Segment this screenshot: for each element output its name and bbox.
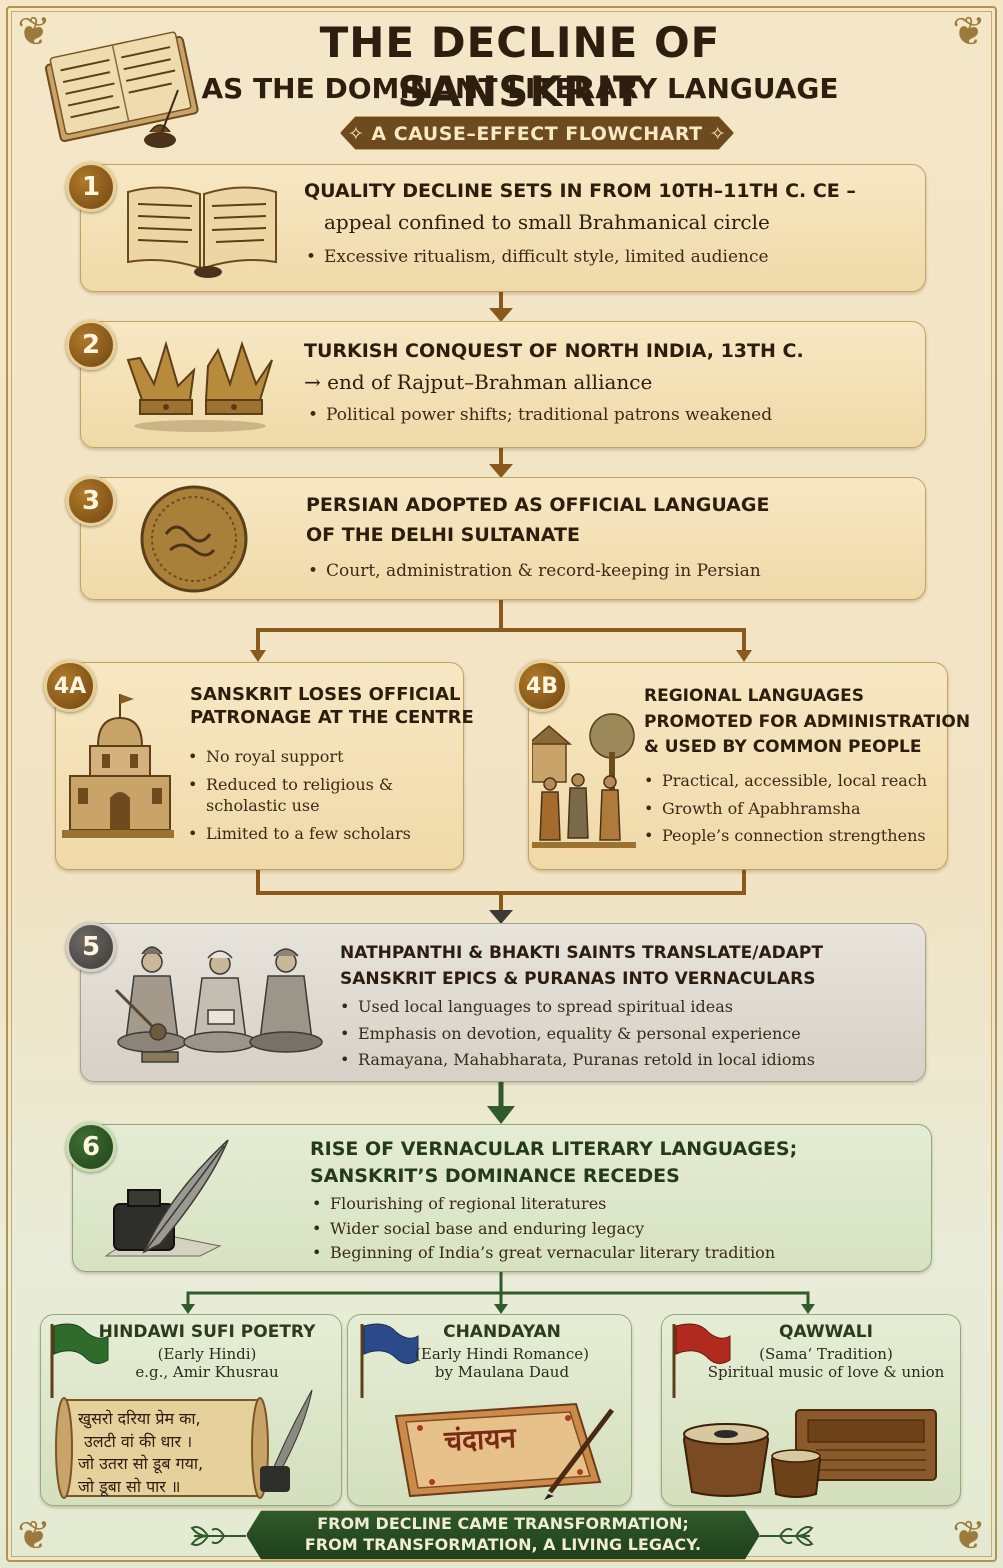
- tabla-harmonium-icon: [682, 1409, 937, 1498]
- corner-ornament-icon: ❦: [17, 9, 51, 55]
- step-3-bullet: Court, administration & record-keeping i…: [306, 560, 761, 583]
- step-4b-heading-line-2: PROMOTED FOR ADMINISTRATION: [644, 711, 971, 732]
- step-2-heading: TURKISH CONQUEST OF NORTH INDIA, 13TH C.: [304, 340, 804, 362]
- step-4a-badge: 4A: [44, 660, 96, 712]
- step-4b-bullet: Growth of Apabhramsha: [642, 798, 927, 820]
- outcome-chandayan-text: CHANDAYAN (Early Hindi Romance) by Maula…: [392, 1322, 612, 1381]
- step-2-subheading: → end of Rajput–Brahman alliance: [304, 370, 653, 394]
- step-2-bullet: Political power shifts; traditional patr…: [306, 404, 772, 427]
- verse-line: उलटी वां की धार ।: [84, 1431, 193, 1451]
- inkwell-quill-icon: [104, 1139, 229, 1257]
- step-6-bullet: Wider social base and enduring legacy: [310, 1218, 775, 1240]
- step-4b-bullets: Practical, accessible, local reach Growt…: [642, 770, 927, 847]
- blue-flag-icon: [360, 1323, 419, 1398]
- step-3-badge: 3: [66, 476, 116, 526]
- step-5-bullet: Emphasis on devotion, equality & persona…: [338, 1023, 815, 1045]
- green-flag-icon: [50, 1323, 109, 1398]
- step-3-heading-line-2: OF THE DELHI SULTANATE: [306, 524, 580, 546]
- manuscript-book-icon: [44, 31, 199, 148]
- outcome-line-2: by Maulana Daud: [434, 1363, 570, 1381]
- step-4a-bullet: Limited to a few scholars: [186, 823, 456, 845]
- inkpot-quill-icon: [260, 1389, 313, 1492]
- red-flag-icon: [672, 1323, 731, 1398]
- flowchart-banner: ✧ A CAUSE–EFFECT FLOWCHART ✧: [340, 116, 734, 150]
- page-subtitle: AS THE DOMINANT LITERARY LANGUAGE: [201, 72, 839, 105]
- persian-coin-icon: [140, 485, 248, 593]
- open-book-icon: [127, 186, 277, 278]
- corner-ornament-icon: ❦: [952, 1513, 986, 1559]
- outcome-line-1: (Early Hindi): [157, 1345, 257, 1363]
- step-1-badge: 1: [66, 162, 116, 212]
- step-1-bullet: Excessive ritualism, difficult style, li…: [304, 246, 769, 269]
- step-6-bullet: Beginning of India’s great vernacular li…: [310, 1242, 775, 1264]
- step-4a-bullet: No royal support: [186, 746, 456, 768]
- broken-crown-icon: [126, 340, 273, 432]
- corner-ornament-icon: ❦: [952, 9, 986, 55]
- step-4a-bullet-continued: scholastic use: [206, 796, 320, 816]
- outcome-line-1: (Sama‘ Tradition): [759, 1345, 893, 1363]
- outcome-line-2: Spiritual music of love & union: [707, 1363, 945, 1381]
- chandayan-book-icon: [394, 1402, 614, 1500]
- outcome-title: HINDAWI SUFI POETRY: [98, 1322, 316, 1342]
- step-6-heading-line-1: RISE OF VERNACULAR LITERARY LANGUAGES;: [310, 1138, 798, 1160]
- step-3-heading: PERSIAN ADOPTED AS OFFICIAL LANGUAGE: [306, 494, 770, 516]
- footer-line-2: FROM TRANSFORMATION, A LIVING LEGACY.: [304, 1535, 702, 1554]
- step-4b-bullet: People’s connection strengthens: [642, 825, 927, 847]
- chandayan-book-title: चंदायन: [443, 1421, 517, 1458]
- footer-line-1: FROM DECLINE CAME TRANSFORMATION;: [317, 1514, 689, 1534]
- step-4b-badge: 4B: [516, 660, 568, 712]
- step-5-badge: 5: [66, 922, 116, 972]
- hindawi-verse: खुसरो दरिया प्रेम का, उलटी वां की धार । …: [78, 1408, 203, 1499]
- step-5-heading-line-1: NATHPANTHI & BHAKTI SAINTS TRANSLATE/ADA…: [340, 943, 823, 963]
- step-4a-heading: SANSKRIT LOSES OFFICIAL PATRONAGE AT THE…: [190, 684, 474, 729]
- step-4b-heading: REGIONAL LANGUAGES PROMOTED FOR ADMINIST…: [644, 684, 970, 761]
- step-1-heading: QUALITY DECLINE SETS IN FROM 10TH–11TH C…: [304, 180, 856, 204]
- step-4a-bullet: Reduced to religious &: [186, 774, 456, 796]
- outcome-qawwali-text: QAWWALI (Sama‘ Tradition) Spiritual musi…: [706, 1322, 946, 1381]
- step-4b-bullet: Practical, accessible, local reach: [642, 770, 927, 792]
- step-6-heading-line-2: SANSKRIT’S DOMINANCE RECEDES: [310, 1164, 680, 1187]
- step-4a-bullets: No royal support Reduced to religious & …: [186, 746, 456, 844]
- verse-line: जो उतरा सो डूब गया,: [78, 1454, 204, 1474]
- step-1-subheading: appeal confined to small Brahmanical cir…: [324, 210, 770, 234]
- step-6-bullet: Flourishing of regional literatures: [310, 1193, 775, 1215]
- corner-ornament-icon: ❦: [17, 1513, 51, 1559]
- step-2-badge: 2: [66, 320, 116, 370]
- village-people-icon: [532, 713, 636, 848]
- outcome-line-2: e.g., Amir Khusrau: [135, 1363, 279, 1381]
- left-leaf-ornament-icon: [190, 1526, 246, 1546]
- step-1-heading-line-1: QUALITY DECLINE SETS IN FROM 10TH–11TH C…: [304, 180, 856, 202]
- step-5-heading: NATHPANTHI & BHAKTI SAINTS TRANSLATE/ADA…: [340, 940, 823, 993]
- step-6-badge: 6: [66, 1122, 116, 1172]
- step-6-heading: RISE OF VERNACULAR LITERARY LANGUAGES; S…: [310, 1136, 797, 1189]
- outcome-title: CHANDAYAN: [443, 1322, 561, 1342]
- step-1-bullets: Excessive ritualism, difficult style, li…: [304, 246, 769, 269]
- step-5-bullet: Used local languages to spread spiritual…: [338, 996, 815, 1018]
- step-4b-heading-line-1: REGIONAL LANGUAGES: [644, 686, 864, 706]
- outcome-title: QAWWALI: [779, 1322, 873, 1342]
- step-5-bullet: Ramayana, Mahabharata, Puranas retold in…: [338, 1049, 815, 1071]
- step-4a-heading-line-2: PATRONAGE AT THE CENTRE: [190, 706, 474, 728]
- page-title: THE DECLINE OF SANSKRIT: [319, 18, 721, 116]
- verse-line: जो डूबा सो पार ॥: [78, 1477, 181, 1497]
- outcome-line-1: (Early Hindi Romance): [415, 1345, 589, 1363]
- step-6-bullets: Flourishing of regional literatures Wide…: [310, 1193, 775, 1264]
- step-3-bullets: Court, administration & record-keeping i…: [306, 560, 761, 583]
- step-5-bullets: Used local languages to spread spiritual…: [338, 996, 815, 1071]
- outcome-hindawi-text: HINDAWI SUFI POETRY (Early Hindi) e.g., …: [92, 1322, 322, 1381]
- temple-icon: [62, 694, 174, 838]
- step-4a-heading-line-1: SANSKRIT LOSES OFFICIAL: [190, 684, 461, 705]
- step-5-heading-line-2: SANSKRIT EPICS & PURANAS INTO VERNACULAR…: [340, 969, 816, 990]
- verse-line: खुसरो दरिया प्रेम का,: [78, 1409, 201, 1428]
- right-leaf-ornament-icon: [758, 1526, 814, 1546]
- step-4b-heading-line-3: & USED BY COMMON PEOPLE: [644, 737, 922, 757]
- step-2-bullets: Political power shifts; traditional patr…: [306, 404, 772, 427]
- footer-banner: FROM DECLINE CAME TRANSFORMATION; FROM T…: [246, 1510, 760, 1560]
- saints-icon: [114, 946, 323, 1063]
